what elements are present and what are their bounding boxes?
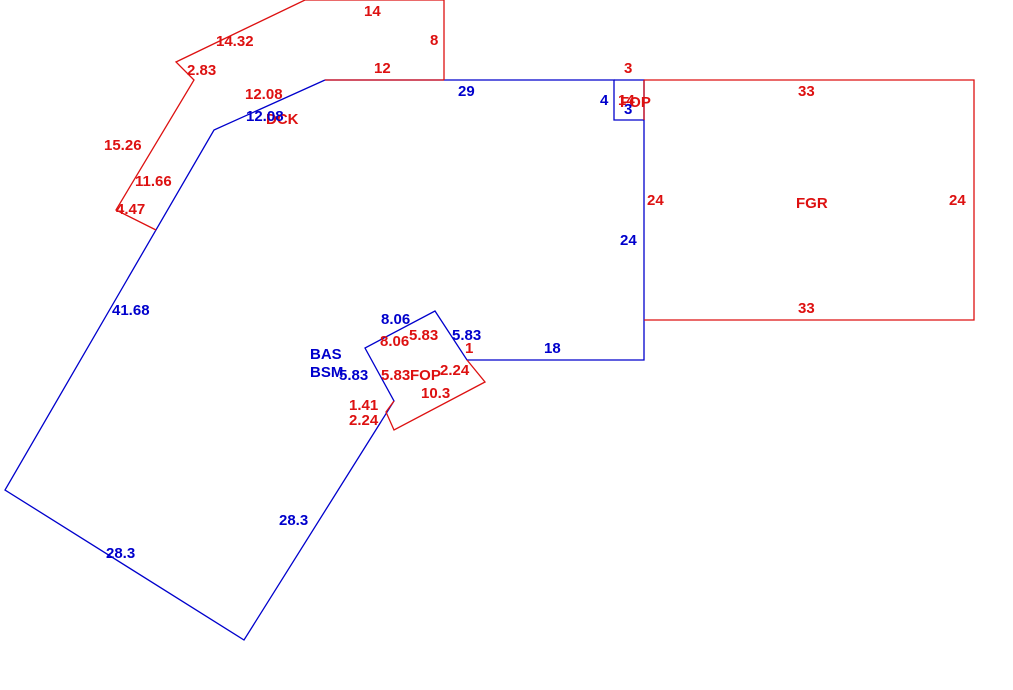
dim-1: 1	[465, 340, 473, 357]
deck-outline	[115, 0, 445, 231]
dim-12-deck: 12	[374, 60, 391, 77]
dim-5-83-blue-right: 5.83	[452, 327, 481, 344]
dim-14-red: 14	[618, 92, 635, 109]
dim-2-24-right: 2.24	[440, 362, 470, 379]
area-label-fop-small: FOP	[620, 94, 651, 111]
dim-8-06-red: 8.06	[380, 333, 409, 350]
dim-2-24-left: 2.24	[349, 412, 379, 429]
dim-33-bottom: 33	[798, 300, 815, 317]
dim-5-83-red-top: 5.83	[409, 327, 438, 344]
dim-8-06-blue: 8.06	[381, 311, 410, 328]
dim-41-68: 41.68	[112, 302, 150, 319]
area-label-bsm: BSM	[310, 364, 343, 381]
dim-10-3: 10.3	[421, 385, 450, 402]
area-label-dck: DCK	[266, 111, 299, 128]
dim-12-08-red: 12.08	[245, 86, 283, 103]
dim-1-41: 1.41	[349, 397, 378, 414]
dim-5-83-red-left: 5.83	[381, 367, 410, 384]
dim-3-red: 3	[624, 60, 632, 77]
area-label-bas: BAS	[310, 346, 342, 363]
dim-14-deck: 14	[364, 3, 381, 20]
dim-29: 29	[458, 83, 475, 100]
dim-15-26: 15.26	[104, 137, 142, 154]
dim-12-08-blue: 12.08	[246, 108, 284, 125]
front-porch-outline	[385, 359, 487, 431]
dim-14-32: 14.32	[216, 33, 254, 50]
dim-4: 4	[600, 92, 609, 109]
dim-18: 18	[544, 340, 561, 357]
dim-4-47: 4.47	[116, 201, 145, 218]
dim-24-red-right: 24	[949, 192, 966, 209]
area-label-fop-front: FOP	[410, 367, 441, 384]
area-label-fgr: FGR	[796, 195, 828, 212]
garage-outline	[644, 79, 975, 321]
main-building-outline	[4, 79, 645, 641]
dim-5-83-blue-left: 5.83	[339, 367, 368, 384]
dim-33-top: 33	[798, 83, 815, 100]
dim-3-blue: 3	[624, 101, 632, 118]
dim-28-3-inner: 28.3	[279, 512, 308, 529]
dim-24-red-left: 24	[647, 192, 664, 209]
dim-28-3-bottom: 28.3	[106, 545, 135, 562]
dim-11-66: 11.66	[135, 173, 172, 190]
dim-24-blue: 24	[620, 232, 637, 249]
dim-8-deck: 8	[430, 32, 438, 49]
dim-2-83: 2.83	[187, 62, 216, 79]
